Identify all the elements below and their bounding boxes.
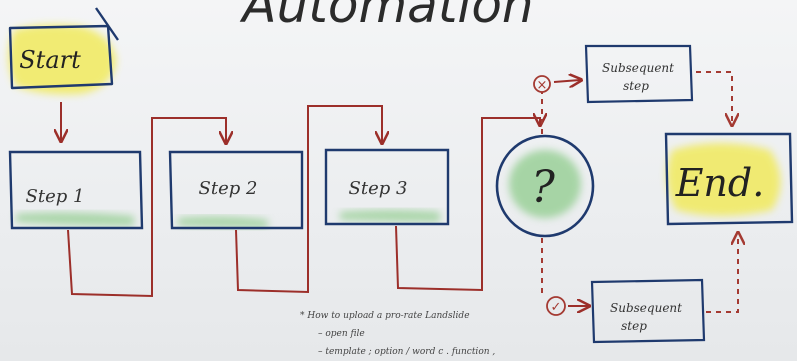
subsequent-top-box: [584, 44, 694, 104]
dashed-subsequent-top-to-end: [696, 71, 732, 124]
decision-label: ?: [531, 162, 555, 213]
start-box: [8, 7, 119, 90]
check-marker-label: ✓: [551, 300, 562, 315]
step3-highlight: [340, 210, 440, 222]
note-line-3: – template ; option / word c . function …: [318, 347, 495, 357]
arrow-cross-to-subsequent-top: [553, 80, 580, 82]
subsequent-top-line2: step: [623, 79, 649, 93]
start-highlight: [8, 24, 116, 95]
cross-marker-label: ×: [537, 78, 548, 93]
end-node: End.: [664, 132, 794, 226]
connector-step2-to-step3: [235, 105, 382, 294]
start-node: Start: [8, 7, 119, 95]
subsequent-bottom-line1: Subsequent: [610, 301, 682, 315]
dashed-subsequent-bottom-to-end: [706, 234, 738, 313]
end-box: [664, 132, 794, 226]
title: Automation: [239, 0, 533, 34]
check-marker: ✓: [546, 296, 566, 316]
decision-node: ?: [495, 134, 595, 238]
step2-box: [168, 150, 304, 230]
end-label: End.: [675, 161, 765, 205]
step3-node: Step 3: [324, 148, 450, 226]
step3-box: [324, 148, 450, 226]
note-line-2: – open file: [318, 329, 365, 339]
subsequent-step-top: Subsequent step: [584, 44, 694, 104]
subsequent-bottom-box: [590, 278, 706, 344]
step1-highlight: [16, 212, 134, 226]
step1-label: Step 1: [26, 186, 85, 207]
subsequent-bottom-line2: step: [621, 319, 647, 333]
end-highlight: [666, 143, 781, 216]
step3-label: Step 3: [349, 178, 408, 199]
handwritten-notes: * How to upload a pro-rate Landslide – o…: [300, 311, 495, 357]
step1-node: Step 1: [8, 150, 144, 230]
step2-label: Step 2: [199, 178, 258, 199]
step1-box: [8, 150, 144, 230]
decision-highlight: [509, 150, 581, 218]
decision-circle: [495, 134, 595, 238]
step2-highlight: [178, 216, 268, 228]
subsequent-top-line1: Subsequent: [602, 61, 674, 75]
connector-step3-to-decision: [395, 118, 540, 292]
connector-step1-to-step2: [67, 117, 226, 298]
cross-marker: ×: [533, 75, 551, 93]
step2-node: Step 2: [168, 150, 304, 230]
subsequent-step-bottom: Subsequent step: [590, 278, 706, 344]
note-line-1: * How to upload a pro-rate Landslide: [300, 311, 470, 321]
start-label: Start: [19, 46, 81, 74]
